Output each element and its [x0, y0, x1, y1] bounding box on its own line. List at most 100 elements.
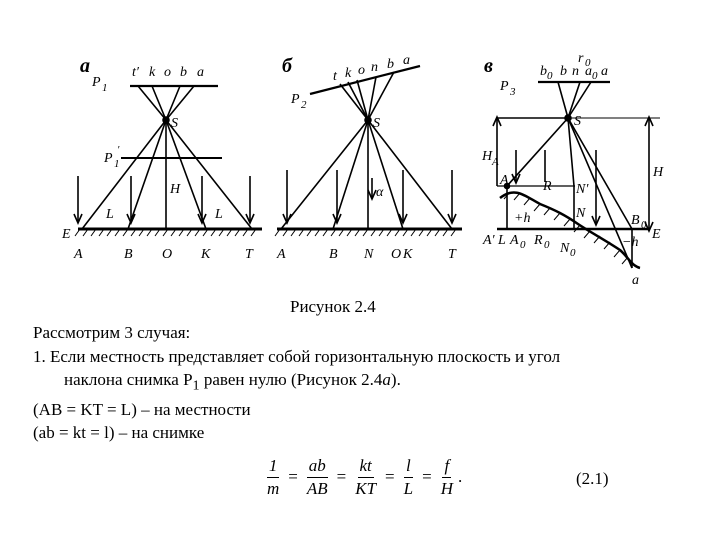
svg-text:a: a — [601, 64, 608, 79]
svg-text:T: T — [245, 247, 254, 262]
equals-sign: = — [288, 467, 298, 486]
svg-text:B: B — [329, 247, 338, 262]
equals-sign: = — [422, 467, 432, 486]
panel-b-labels: б P 2 t k o n b a S α A B N O K T — [276, 53, 457, 262]
svg-text:o: o — [358, 63, 365, 78]
ground-hatching-a — [74, 228, 257, 237]
svg-text:N: N — [363, 247, 374, 262]
svg-text:1: 1 — [102, 82, 108, 94]
svg-text:a: a — [403, 53, 410, 68]
continued-text: наклона снимка Р — [64, 370, 193, 389]
svg-text:B: B — [124, 247, 133, 262]
svg-text:+h: +h — [514, 211, 530, 226]
svg-text:L: L — [214, 207, 223, 222]
svg-text:L: L — [497, 233, 506, 248]
equals-sign: = — [385, 467, 395, 486]
svg-text:n: n — [371, 60, 378, 75]
svg-text:H: H — [652, 165, 664, 180]
panel-b — [274, 64, 462, 237]
svg-text:O: O — [391, 247, 401, 262]
svg-text:а: а — [80, 55, 90, 77]
svg-text:o: o — [164, 65, 171, 80]
svg-text:H: H — [169, 182, 181, 197]
svg-text:P: P — [499, 79, 509, 94]
terrain-hatching — [503, 191, 629, 265]
svg-text:a: a — [585, 64, 592, 79]
svg-text:′: ′ — [117, 144, 120, 156]
continued-text-3: ). — [390, 370, 401, 389]
svg-text:A′: A′ — [482, 233, 496, 248]
continued-text-2: равен нулю (Рисунок 2.4 — [199, 370, 383, 389]
formula-period: . — [457, 467, 463, 486]
svg-text:0: 0 — [520, 239, 526, 251]
svg-text:R: R — [542, 179, 552, 194]
svg-text:A: A — [509, 233, 519, 248]
svg-text:α: α — [376, 185, 384, 200]
svg-text:K: K — [200, 247, 211, 262]
figure-caption: Рисунок 2.4 — [290, 297, 376, 316]
svg-text:B: B — [631, 213, 640, 228]
svg-text:b: b — [560, 64, 567, 79]
svg-text:0: 0 — [544, 239, 550, 251]
svg-text:−h: −h — [622, 235, 638, 250]
svg-text:H: H — [481, 149, 493, 164]
panel-a — [73, 84, 262, 237]
svg-text:2: 2 — [301, 99, 307, 111]
list-item-1: 1. Если местность представляет собой гор… — [33, 346, 561, 366]
svg-text:N: N — [559, 241, 570, 256]
svg-text:б: б — [282, 55, 293, 77]
ground-hatching-b — [274, 228, 457, 237]
svg-text:P: P — [91, 75, 101, 90]
svg-text:t: t — [333, 69, 338, 84]
svg-text:E: E — [61, 227, 71, 242]
terrain-equation-line: (AB = KT = L) – на местности — [33, 399, 251, 419]
svg-text:L: L — [105, 207, 114, 222]
figure-2-4: а P 1 P 1 ′ t′ k o b a S H L L E A B O K… — [61, 51, 664, 288]
svg-text:R: R — [533, 233, 543, 248]
svg-text:b: b — [180, 65, 187, 80]
svg-text:S: S — [373, 116, 380, 131]
svg-text:3: 3 — [509, 86, 516, 98]
figure-ref-letter: а — [382, 370, 391, 389]
equation-number: (2.1) — [576, 469, 609, 488]
svg-text:t′: t′ — [132, 65, 140, 80]
plate-subscript: 1 — [192, 377, 200, 394]
svg-text:0: 0 — [570, 247, 576, 259]
svg-text:S: S — [171, 116, 178, 131]
svg-text:в: в — [484, 55, 493, 77]
svg-text:a: a — [197, 65, 204, 80]
svg-text:A: A — [73, 247, 83, 262]
list-item-1-continued: наклона снимка Р1 равен нулю (Рисунок 2.… — [33, 368, 693, 398]
svg-text:r: r — [578, 51, 584, 66]
photo-equation-line: (ab = kt = l) – на снимке — [33, 423, 205, 443]
svg-text:S: S — [574, 114, 581, 129]
svg-text:k: k — [149, 65, 156, 80]
intro-line: Рассмотрим 3 случая: — [33, 323, 191, 342]
svg-text:k: k — [345, 66, 352, 81]
svg-text:N′: N′ — [575, 182, 589, 197]
svg-text:O: O — [162, 247, 172, 262]
panel-c — [492, 80, 660, 270]
svg-text:n: n — [572, 64, 579, 79]
svg-text:N: N — [575, 206, 586, 221]
svg-text:b: b — [387, 57, 394, 72]
svg-text:A: A — [499, 173, 509, 188]
body-text: Рассмотрим 3 случая: 1. Если местность п… — [33, 321, 693, 445]
panel-a-labels: а P 1 P 1 ′ t′ k o b a S H L L E A B O K… — [61, 55, 254, 262]
equals-sign: = — [336, 467, 347, 486]
svg-text:0: 0 — [641, 219, 647, 231]
svg-text:b: b — [540, 64, 547, 79]
svg-text:P: P — [103, 151, 113, 166]
svg-text:1: 1 — [114, 158, 120, 170]
svg-text:K: K — [402, 247, 413, 262]
panel-c-labels: в P 3 b 0 b n a 0 a r 0 S H A A R N′ H N… — [481, 51, 664, 288]
svg-text:T: T — [448, 247, 457, 262]
svg-text:0: 0 — [585, 57, 591, 69]
svg-text:A: A — [491, 156, 499, 168]
